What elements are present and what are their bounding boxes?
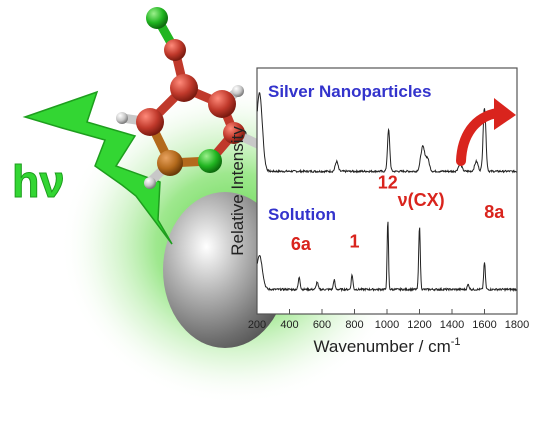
x-tick-label: 1800 (505, 319, 529, 331)
x-tick-label: 600 (313, 319, 331, 331)
carbon-atom (223, 122, 245, 144)
band-annotation: 8a (484, 202, 505, 222)
x-tick-label: 1200 (407, 319, 431, 331)
x-tick-label: 200 (248, 319, 266, 331)
light-label: hν (12, 156, 65, 207)
carbon-atom (208, 90, 236, 118)
nitrogen-atom (157, 150, 183, 176)
x-tick-label: 800 (345, 319, 363, 331)
chlorine-atom (198, 149, 222, 173)
band-annotation: ν(CX) (398, 190, 445, 210)
series-label-nanoparticles: Silver Nanoparticles (268, 82, 431, 101)
band-annotation: 1 (349, 232, 359, 252)
x-axis-label-unit-exponent: -1 (451, 336, 461, 348)
series-label-solution: Solution (268, 205, 336, 224)
x-tick-label: 1600 (472, 319, 496, 331)
hydrogen-atom (144, 177, 156, 189)
series-line-solution (256, 221, 517, 293)
molecule-model (116, 7, 269, 189)
raman-spectrum-chart: 200 400 600 800 1000 1200 1400 1600 1800 6a 1 12ν(… (228, 67, 529, 356)
oxygen-atom (164, 39, 186, 61)
band-annotation: 12 (378, 173, 398, 193)
x-tick-label: 1400 (440, 319, 464, 331)
hydrogen-atom (232, 85, 244, 97)
lightning-bolt-icon (22, 90, 173, 245)
silver-nanoparticle (163, 192, 287, 348)
x-axis-label: Wavenumber / cm-1 (313, 336, 460, 356)
band-annotation: 6a (291, 234, 312, 254)
x-tick-label: 400 (280, 319, 298, 331)
series-line-nanoparticles (256, 92, 518, 174)
carbon-atom (170, 74, 198, 102)
chlorine-atom (146, 7, 168, 29)
x-tick-label: 1000 (375, 319, 399, 331)
y-axis-label: Relative Intensity (228, 126, 247, 256)
x-axis-label-text: Wavenumber / cm (313, 337, 450, 356)
curved-arrow-icon (456, 98, 516, 166)
carbon-atom (136, 108, 164, 136)
hydrogen-atom (116, 112, 128, 124)
